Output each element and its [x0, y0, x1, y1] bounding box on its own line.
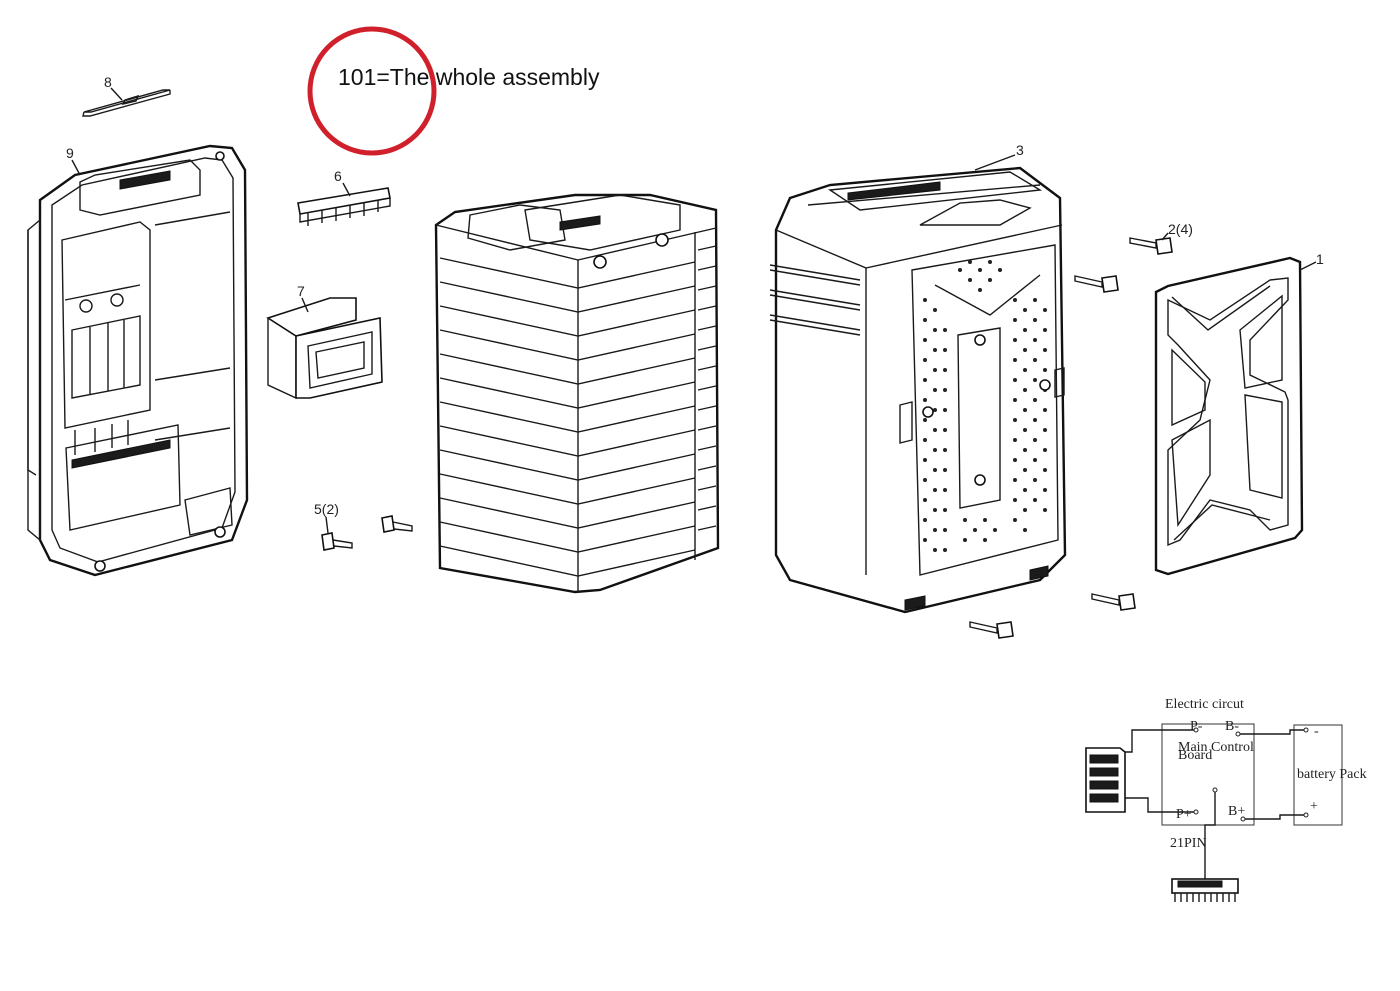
part-5-screws	[321, 515, 413, 551]
output-terminal-connector	[1085, 747, 1126, 813]
circuit-title: Electric circut	[1165, 697, 1244, 712]
callout-8: 8	[104, 74, 112, 90]
battery-minus-sign: -	[1314, 724, 1319, 739]
part-8-label-plate	[82, 87, 171, 117]
battery-plus-sign: +	[1310, 799, 1318, 814]
electric-circuit-schematic: Electric circut Main Control Board P- B-…	[1085, 697, 1367, 902]
cell-stack-layers	[439, 257, 696, 577]
part-1-frame-plate	[1154, 256, 1317, 576]
part-9-rear-housing	[27, 144, 249, 577]
part-6-clip	[297, 182, 391, 226]
callout-6: 6	[334, 168, 342, 184]
battery-pack-label: battery Pack	[1297, 767, 1367, 782]
cell-tabs-right	[697, 245, 717, 531]
callout-2: 2(4)	[1168, 221, 1193, 237]
callout-5: 5(2)	[314, 501, 339, 517]
pin-label-21pin: 21PIN	[1170, 836, 1207, 851]
callout-1: 1	[1316, 251, 1324, 267]
board-label-line1: Main Control	[1178, 740, 1254, 755]
terminal-b-minus: B-	[1225, 719, 1239, 734]
part-3-outer-housing	[769, 166, 1067, 614]
vent-grille-pattern	[923, 260, 1047, 552]
cell-pack	[434, 193, 720, 594]
callout-7: 7	[297, 283, 305, 299]
board-label-line2: Board	[1178, 748, 1212, 763]
pin-connector-21pin	[1171, 878, 1239, 902]
assembly-title: 101=The whole assembly	[338, 64, 600, 90]
terminal-b-plus: B+	[1228, 804, 1245, 819]
callout-9: 9	[66, 145, 74, 161]
part-2-screws	[969, 232, 1173, 639]
highlight-circle	[307, 26, 437, 156]
terminal-p-plus: P+	[1176, 807, 1192, 822]
callout-3: 3	[1016, 142, 1024, 158]
battery-pack-box	[1293, 724, 1343, 826]
part-7-duct	[266, 297, 383, 400]
